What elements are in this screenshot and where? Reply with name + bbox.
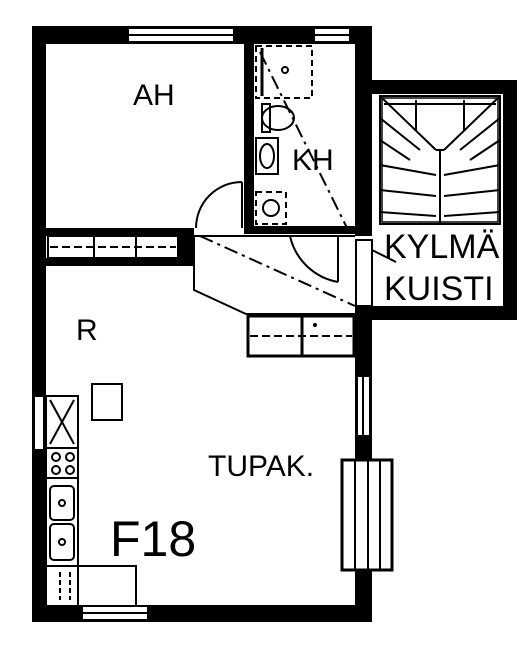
porch-door	[355, 239, 397, 307]
window-bottom	[81, 605, 149, 621]
porch-label-line1: KYLMÄ	[384, 228, 500, 266]
fridge-icon	[91, 383, 123, 421]
windows-right	[340, 375, 394, 572]
door-bedroom	[195, 181, 243, 229]
closet-row	[47, 235, 179, 259]
window-left	[33, 395, 45, 451]
porch-wall-right	[503, 80, 517, 320]
unit-id-label: F18	[110, 511, 196, 567]
kitchen-sink-icon	[49, 485, 75, 561]
room-label-bathroom: KH	[292, 144, 334, 177]
kitchen-counter	[45, 395, 137, 607]
bathroom-fixtures	[255, 45, 313, 225]
toilet-icon	[261, 105, 295, 131]
porch-wall-bottom	[355, 306, 517, 320]
hall-cabinet	[246, 314, 356, 358]
wall-right-upper	[355, 26, 372, 236]
wall-left	[32, 26, 46, 622]
room-label-bedroom: AH	[133, 79, 175, 112]
room-label-hall: R	[76, 314, 98, 347]
interior-walls	[46, 44, 355, 266]
stove-icon	[51, 452, 75, 475]
porch-label-line2: KUISTI	[384, 270, 494, 308]
sink-icon	[255, 137, 279, 175]
porch-wall-top	[355, 80, 517, 94]
porch-stairs	[379, 95, 501, 225]
windows-top	[127, 27, 351, 43]
room-label-living: TUPAK.	[208, 450, 314, 483]
entry-area	[193, 51, 356, 315]
